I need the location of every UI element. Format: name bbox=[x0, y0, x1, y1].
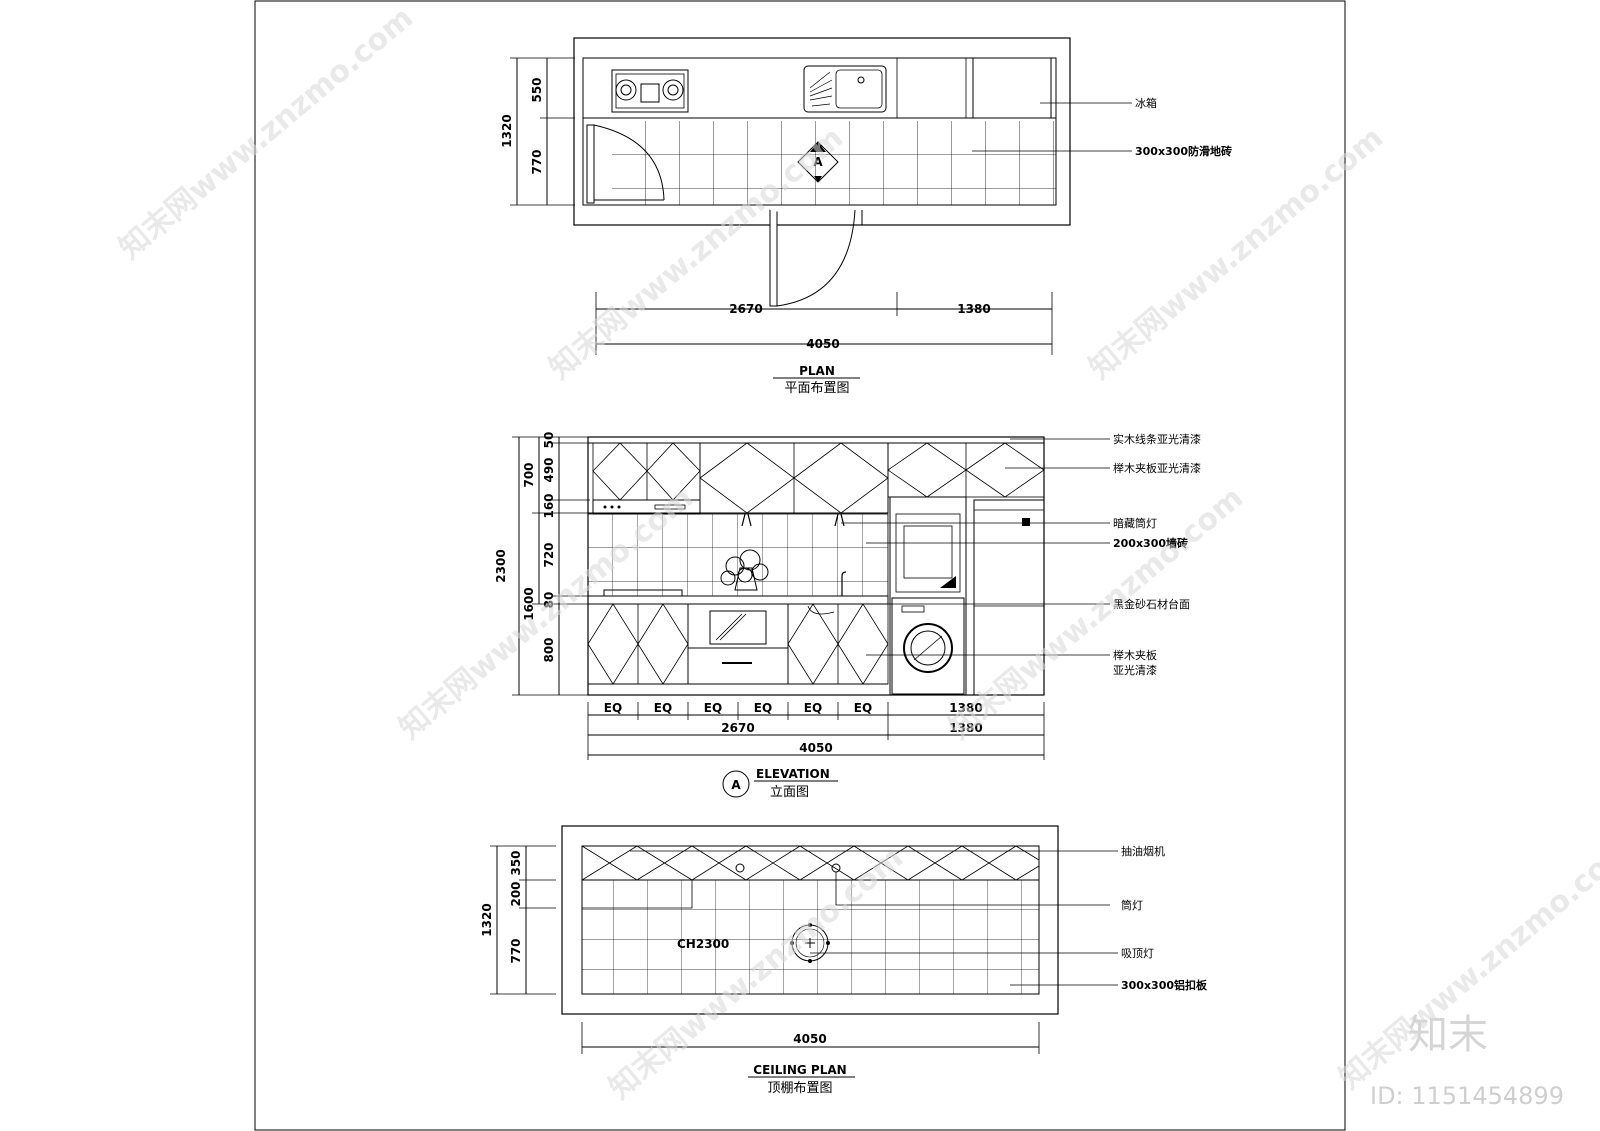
ceil-dim-770: 770 bbox=[509, 938, 523, 963]
wall-tile-area bbox=[587, 513, 889, 597]
label-ceiling-light: 吸顶灯 bbox=[1121, 947, 1154, 960]
plant-icon bbox=[720, 549, 769, 591]
eq-label-3: EQ bbox=[704, 701, 722, 715]
label-fridge: 冰箱 bbox=[1135, 96, 1157, 110]
plan-door-top bbox=[586, 124, 665, 204]
eq-label-6: EQ bbox=[854, 701, 872, 715]
plan-title: PLAN bbox=[799, 364, 835, 378]
elev-dim-50: 50 bbox=[542, 432, 556, 449]
plan-dim-770: 770 bbox=[530, 149, 544, 174]
elev-dim-1600: 1600 bbox=[522, 587, 536, 620]
ceil-dim-4050: 4050 bbox=[793, 1032, 826, 1046]
ceiling-plan-view: CH2300 1320 350 200 770 4050 抽油烟机 筒灯 吸顶灯… bbox=[480, 825, 1208, 1096]
microwave-icon bbox=[709, 610, 767, 645]
elev-dim-4050: 4050 bbox=[799, 741, 832, 755]
plan-subtitle: 平面布置图 bbox=[784, 381, 849, 396]
label-floor-tile: 300x300防滑地砖 bbox=[1135, 144, 1232, 158]
oven-tower bbox=[889, 496, 967, 696]
ceil-dim-1320: 1320 bbox=[480, 903, 494, 936]
plan-dim-1320: 1320 bbox=[500, 114, 514, 147]
label-solid-wood-trim: 实木线条亚光清漆 bbox=[1113, 432, 1201, 446]
ceiling-subtitle: 顶棚布置图 bbox=[767, 1081, 832, 1096]
label-aluminum-panel: 300x300铝扣板 bbox=[1121, 978, 1208, 992]
elevation-marker-circle bbox=[722, 770, 750, 798]
elevation-marker-label: A bbox=[731, 778, 741, 792]
ceiling-downlight-2 bbox=[831, 863, 841, 873]
fridge-icon bbox=[972, 57, 1052, 119]
elev-dim-1380a: 1380 bbox=[949, 701, 982, 715]
ceiling-outer-wall bbox=[561, 825, 1059, 1015]
plan-outer-wall bbox=[573, 37, 1071, 226]
elevation-fridge-icon bbox=[973, 499, 1045, 696]
label-beech-ply-2b: 亚光清漆 bbox=[1113, 663, 1157, 677]
label-downlight: 筒灯 bbox=[1121, 898, 1143, 912]
eq-label-2: EQ bbox=[654, 701, 672, 715]
label-beech-ply: 榉木夹板亚光清漆 bbox=[1113, 461, 1201, 475]
watermark-text: 知末网www.znzmo.com bbox=[1083, 120, 1390, 386]
ceiling-light-icon bbox=[790, 923, 830, 963]
stove-icon bbox=[611, 69, 689, 113]
ceiling-tile-grid bbox=[582, 880, 1039, 994]
plan-floor-tiles bbox=[612, 121, 1056, 205]
ceiling-height-label: CH2300 bbox=[677, 937, 729, 951]
plan-door-bottom bbox=[769, 208, 863, 307]
plan-dim-550: 550 bbox=[530, 77, 544, 102]
plan-view: A 1320 550 770 2670 1380 4050 冰箱 300x300… bbox=[500, 37, 1232, 396]
watermark-id: ID: 1151454899 bbox=[1370, 1082, 1564, 1110]
watermark-text: 知末网www.znzmo.com bbox=[113, 0, 420, 266]
plan-dim-1380: 1380 bbox=[957, 302, 990, 316]
watermark-text: 知末网www.znzmo.com bbox=[943, 480, 1250, 746]
label-beech-ply-2a: 榉木夹板 bbox=[1113, 648, 1157, 662]
plan-marker-label: A bbox=[813, 155, 823, 169]
sink-icon bbox=[803, 65, 887, 113]
elev-dim-720: 720 bbox=[542, 542, 556, 567]
washing-machine-icon bbox=[903, 623, 953, 673]
label-wall-tile: 200x300墙砖 bbox=[1113, 536, 1188, 550]
faucet-icon bbox=[841, 571, 847, 596]
ceiling-downlight-1 bbox=[735, 863, 745, 873]
countertop bbox=[587, 595, 889, 605]
sheet-frame bbox=[254, 0, 1346, 1131]
ceil-dim-350: 350 bbox=[509, 850, 523, 875]
ceiling-title: CEILING PLAN bbox=[753, 1063, 846, 1077]
watermark-brand: 知末 bbox=[1408, 1012, 1488, 1058]
label-range-hood: 抽油烟机 bbox=[1121, 844, 1165, 858]
elev-dim-1380b: 1380 bbox=[949, 721, 982, 735]
elevation-title: ELEVATION bbox=[756, 767, 830, 781]
upper-cabinet-doors bbox=[592, 442, 1045, 514]
eq-label-5: EQ bbox=[804, 701, 822, 715]
elev-dim-490: 490 bbox=[542, 457, 556, 482]
label-hidden-downlight: 暗藏筒灯 bbox=[1113, 516, 1157, 530]
elev-dim-2670: 2670 bbox=[721, 721, 754, 735]
eq-label-4: EQ bbox=[754, 701, 772, 715]
elevation-view: 2300 700 1600 50 490 160 720 80 800 EQ E… bbox=[494, 432, 1201, 800]
elev-dim-2300: 2300 bbox=[494, 549, 508, 582]
lower-cabinets bbox=[587, 603, 889, 685]
elevation-subtitle: 立面图 bbox=[770, 785, 809, 800]
plan-dim-2670: 2670 bbox=[729, 302, 762, 316]
eq-label-1: EQ bbox=[604, 701, 622, 715]
elev-dim-700: 700 bbox=[522, 462, 536, 487]
section-marker-a: A bbox=[797, 141, 839, 183]
ceil-dim-200: 200 bbox=[509, 881, 523, 906]
elev-dim-160: 160 bbox=[542, 493, 556, 518]
elev-dim-800: 800 bbox=[542, 637, 556, 662]
range-hood-ceiling-zigzag bbox=[581, 845, 1040, 881]
elev-dim-80: 80 bbox=[542, 592, 556, 609]
label-countertop: 黑金砂石材台面 bbox=[1113, 597, 1190, 611]
plan-dim-4050: 4050 bbox=[806, 337, 839, 351]
